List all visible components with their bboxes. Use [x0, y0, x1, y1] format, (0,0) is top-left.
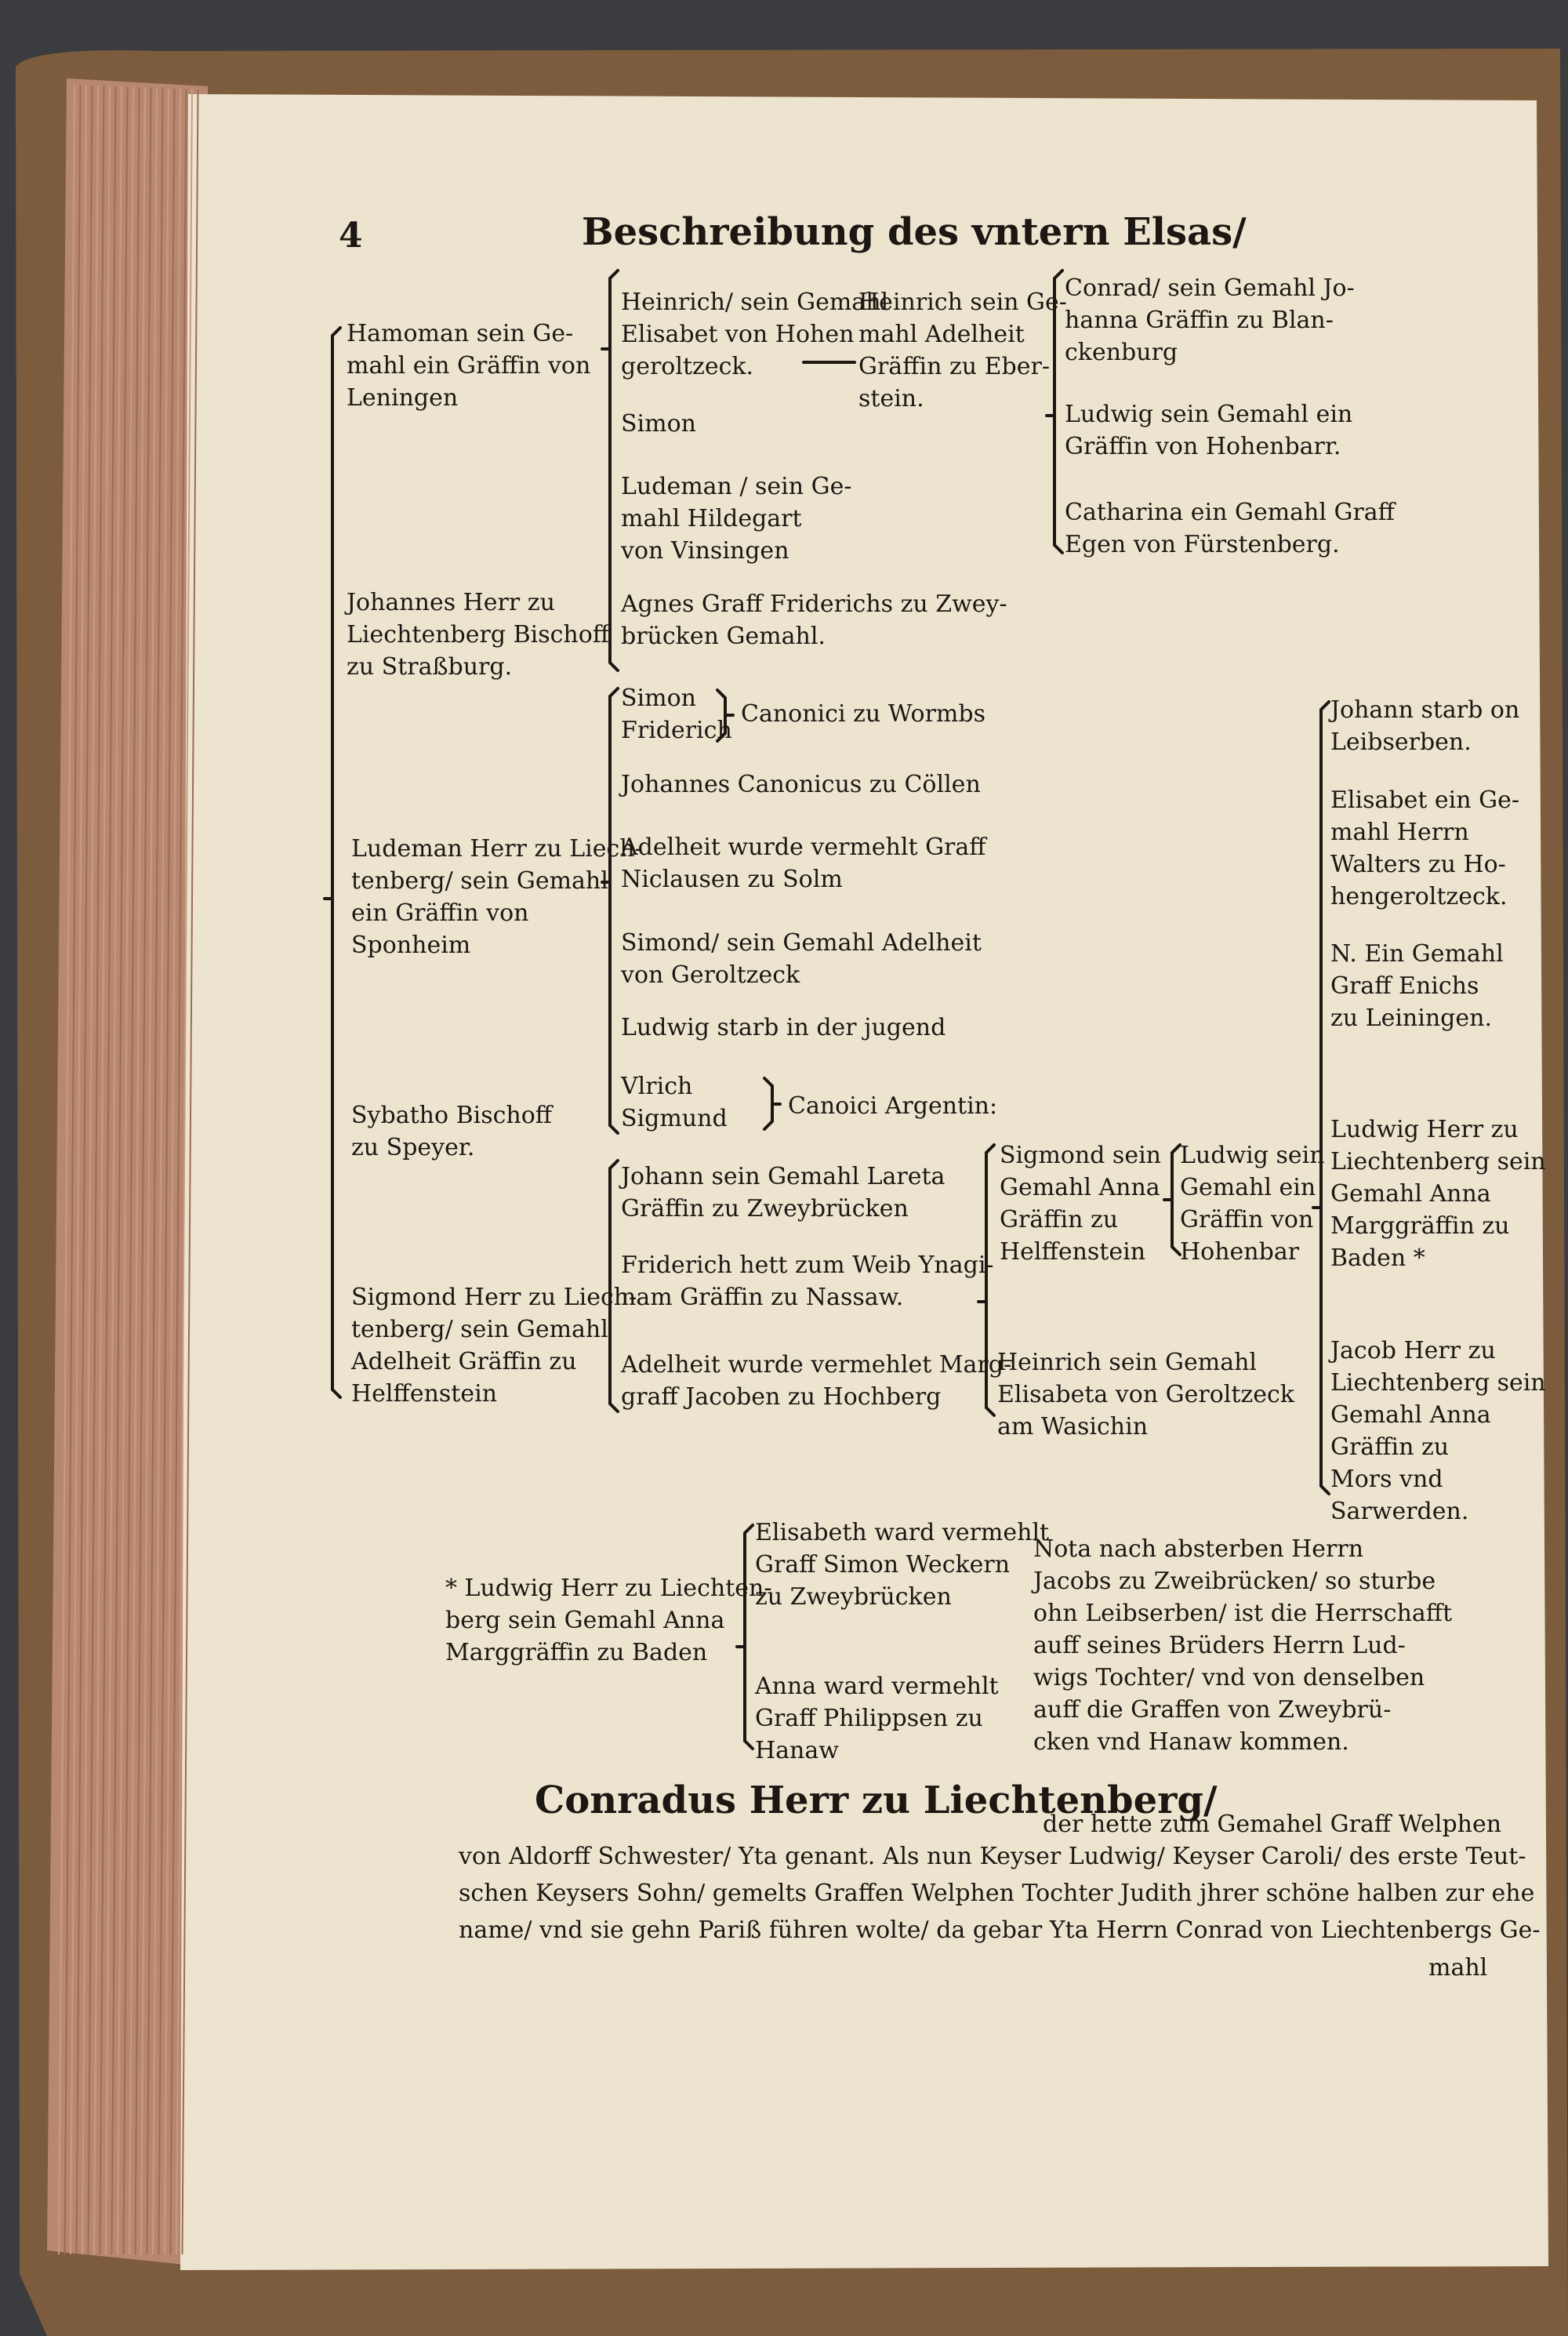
gen2-simon-friderich: Simon Friderich [621, 685, 732, 744]
gen1-sybatho: Sybatho Bischoff zu Speyer. [351, 1102, 553, 1161]
gen1-sigmond: Sigmond Herr zu Liech- tenberg/ sein Gem… [351, 1284, 637, 1408]
page-edge-line [122, 87, 140, 2255]
gen4-conrad: Conrad/ sein Gemahl Jo- hanna Gräffin zu… [1065, 274, 1355, 366]
page-edge-line [169, 89, 187, 2255]
gen2-johann-lareta: Johann sein Gemahl Lareta Gräffin zu Zwe… [621, 1163, 946, 1222]
gen2-friderich-nassaw: Friderich hett zum Weib Ynagi- nam Gräff… [621, 1252, 994, 1311]
bracket [977, 1143, 996, 1417]
gen2-heinrich: Heinrich/ sein Gemahl Elisabet von Hohen… [621, 289, 889, 380]
gen2-ludwig-jugend: Ludwig starb in der jugend [621, 1014, 946, 1041]
page-paper [180, 94, 1548, 2270]
gen2-adelheit-hochberg: Adelheit wurde vermehlet Marg- graff Jac… [621, 1351, 1012, 1411]
gen5-johann: Johann starb on Leibserben. [1330, 696, 1520, 756]
gen5-n-ein-gemahl: N. Ein Gemahl Graff Enichs zu Leiningen. [1330, 940, 1504, 1032]
nota-text: Nota nach absterben Herrn Jacobs zu Zwei… [1033, 1535, 1453, 1756]
footnote-child-elisabeth: Elisabeth ward vermehlt Graff Simon Weck… [755, 1519, 1050, 1611]
page-edge-line [129, 87, 146, 2255]
paragraph-line: name/ vnd sie gehn Pariß führen wolte/ d… [459, 1916, 1541, 1944]
page-edge-line [105, 86, 122, 2255]
page-edge-line [111, 86, 129, 2255]
gen4-ludwig-hohenbar: Ludwig sein Gemahl ein Gräffin von Hohen… [1180, 1142, 1325, 1266]
footnote-ludwig: * Ludwig Herr zu Liechten- berg sein Gem… [445, 1575, 772, 1666]
page-edge-line [134, 87, 152, 2255]
bracket [323, 326, 342, 1399]
gen2-vlrich-sigmund: Vlrich Sigmund [621, 1073, 728, 1132]
gen2-agnes: Agnes Graff Friderichs zu Zwey- brücken … [621, 590, 1007, 650]
bracket [716, 688, 735, 743]
gen2-simon: Simon [621, 410, 696, 438]
gen3-heinrich-eberstein: Heinrich sein Ge- mahl Adelheit Gräffin … [858, 289, 1067, 412]
page-edge-line [75, 85, 93, 2255]
bracket [763, 1077, 782, 1131]
paragraph-line: schen Keysers Sohn/ gemelts Graffen Welp… [459, 1880, 1535, 1907]
gen2-ludeman: Ludeman / sein Ge- mahl Hildegart von Vi… [621, 473, 852, 565]
paragraph-heading: Conradus Herr zu Liechtenberg/ [535, 1778, 1218, 1822]
bracket [608, 1159, 619, 1413]
page-edge-line [146, 88, 164, 2255]
page-edge-lines [58, 84, 199, 2255]
bracket [601, 687, 619, 1135]
gen1-johannes: Johannes Herr zu Liechtenberg Bischoff z… [347, 589, 610, 681]
gen4-ludwig-hohenbarr: Ludwig sein Gemahl ein Gräffin von Hohen… [1065, 401, 1353, 460]
gen2-johannes-canonicus: Johannes Canonicus zu Cöllen [621, 771, 981, 798]
bracket [1045, 269, 1064, 554]
footnote-child-anna: Anna ward vermehlt Graff Philippsen zu H… [755, 1673, 999, 1764]
bracket [1312, 700, 1330, 1495]
page-number: 4 [339, 216, 363, 256]
gen2-simond: Simond/ sein Gemahl Adelheit von Geroltz… [621, 929, 982, 989]
page-edge-line [152, 88, 169, 2255]
page-edge-line [181, 89, 199, 2255]
page-edge-line [93, 85, 111, 2255]
bracket [1163, 1143, 1181, 1256]
paragraph-line: mahl [1428, 1954, 1488, 1982]
page-edge-line [82, 85, 99, 2255]
paragraph-line: der hette zum Gemahel Graff Welphen [1043, 1811, 1502, 1838]
bracket [601, 269, 619, 672]
page-edge-line [99, 86, 117, 2255]
page-edge-line [176, 89, 193, 2255]
gen2-canonici-wormbs: Canonici zu Wormbs [741, 700, 985, 728]
gen3-sigmond-helffenstein: Sigmond sein Gemahl Anna Gräffin zu Helf… [1000, 1142, 1161, 1266]
page-edge-line [117, 86, 134, 2255]
gen5-elisabet: Elisabet ein Ge- mahl Herrn Walters zu H… [1330, 787, 1519, 910]
page-edge-line [140, 88, 158, 2255]
gen5-jacob: Jacob Herr zu Liechtenberg sein Gemahl A… [1330, 1337, 1546, 1525]
gen1-ludeman: Ludeman Herr zu Liech- tenberg/ sein Gem… [351, 835, 643, 959]
paragraph-line: von Aldorff Schwester/ Yta genant. Als n… [459, 1843, 1526, 1870]
gen3-heinrich-geroltzeck: Heinrich sein Gemahl Elisabeta von Gerol… [997, 1349, 1294, 1440]
gen1-hamoman: Hamoman sein Ge- mahl ein Gräffin von Le… [347, 320, 591, 412]
page-edge-line [58, 84, 75, 2255]
running-header: Beschreibung des vntern Elsas/ [582, 210, 1247, 254]
page-edge-line [64, 85, 82, 2255]
gen2-adelheit-solm: Adelheit wurde vermehlt Graff Niclausen … [621, 834, 986, 893]
genealogy-brackets [323, 269, 1330, 1750]
gen4-catharina: Catharina ein Gemahl Graff Egen von Fürs… [1065, 499, 1395, 558]
page-edge-line [87, 85, 105, 2255]
page-edge-line [158, 89, 176, 2255]
gen5-ludwig-baden: Ludwig Herr zu Liechtenberg sein Gemahl … [1330, 1116, 1546, 1272]
page-edge-line [164, 89, 181, 2255]
page-edge-line [70, 85, 87, 2255]
bracket [735, 1524, 754, 1750]
page-block-edge [47, 78, 208, 2266]
gen2-canoici-argentin: Canoici Argentin: [788, 1092, 998, 1120]
